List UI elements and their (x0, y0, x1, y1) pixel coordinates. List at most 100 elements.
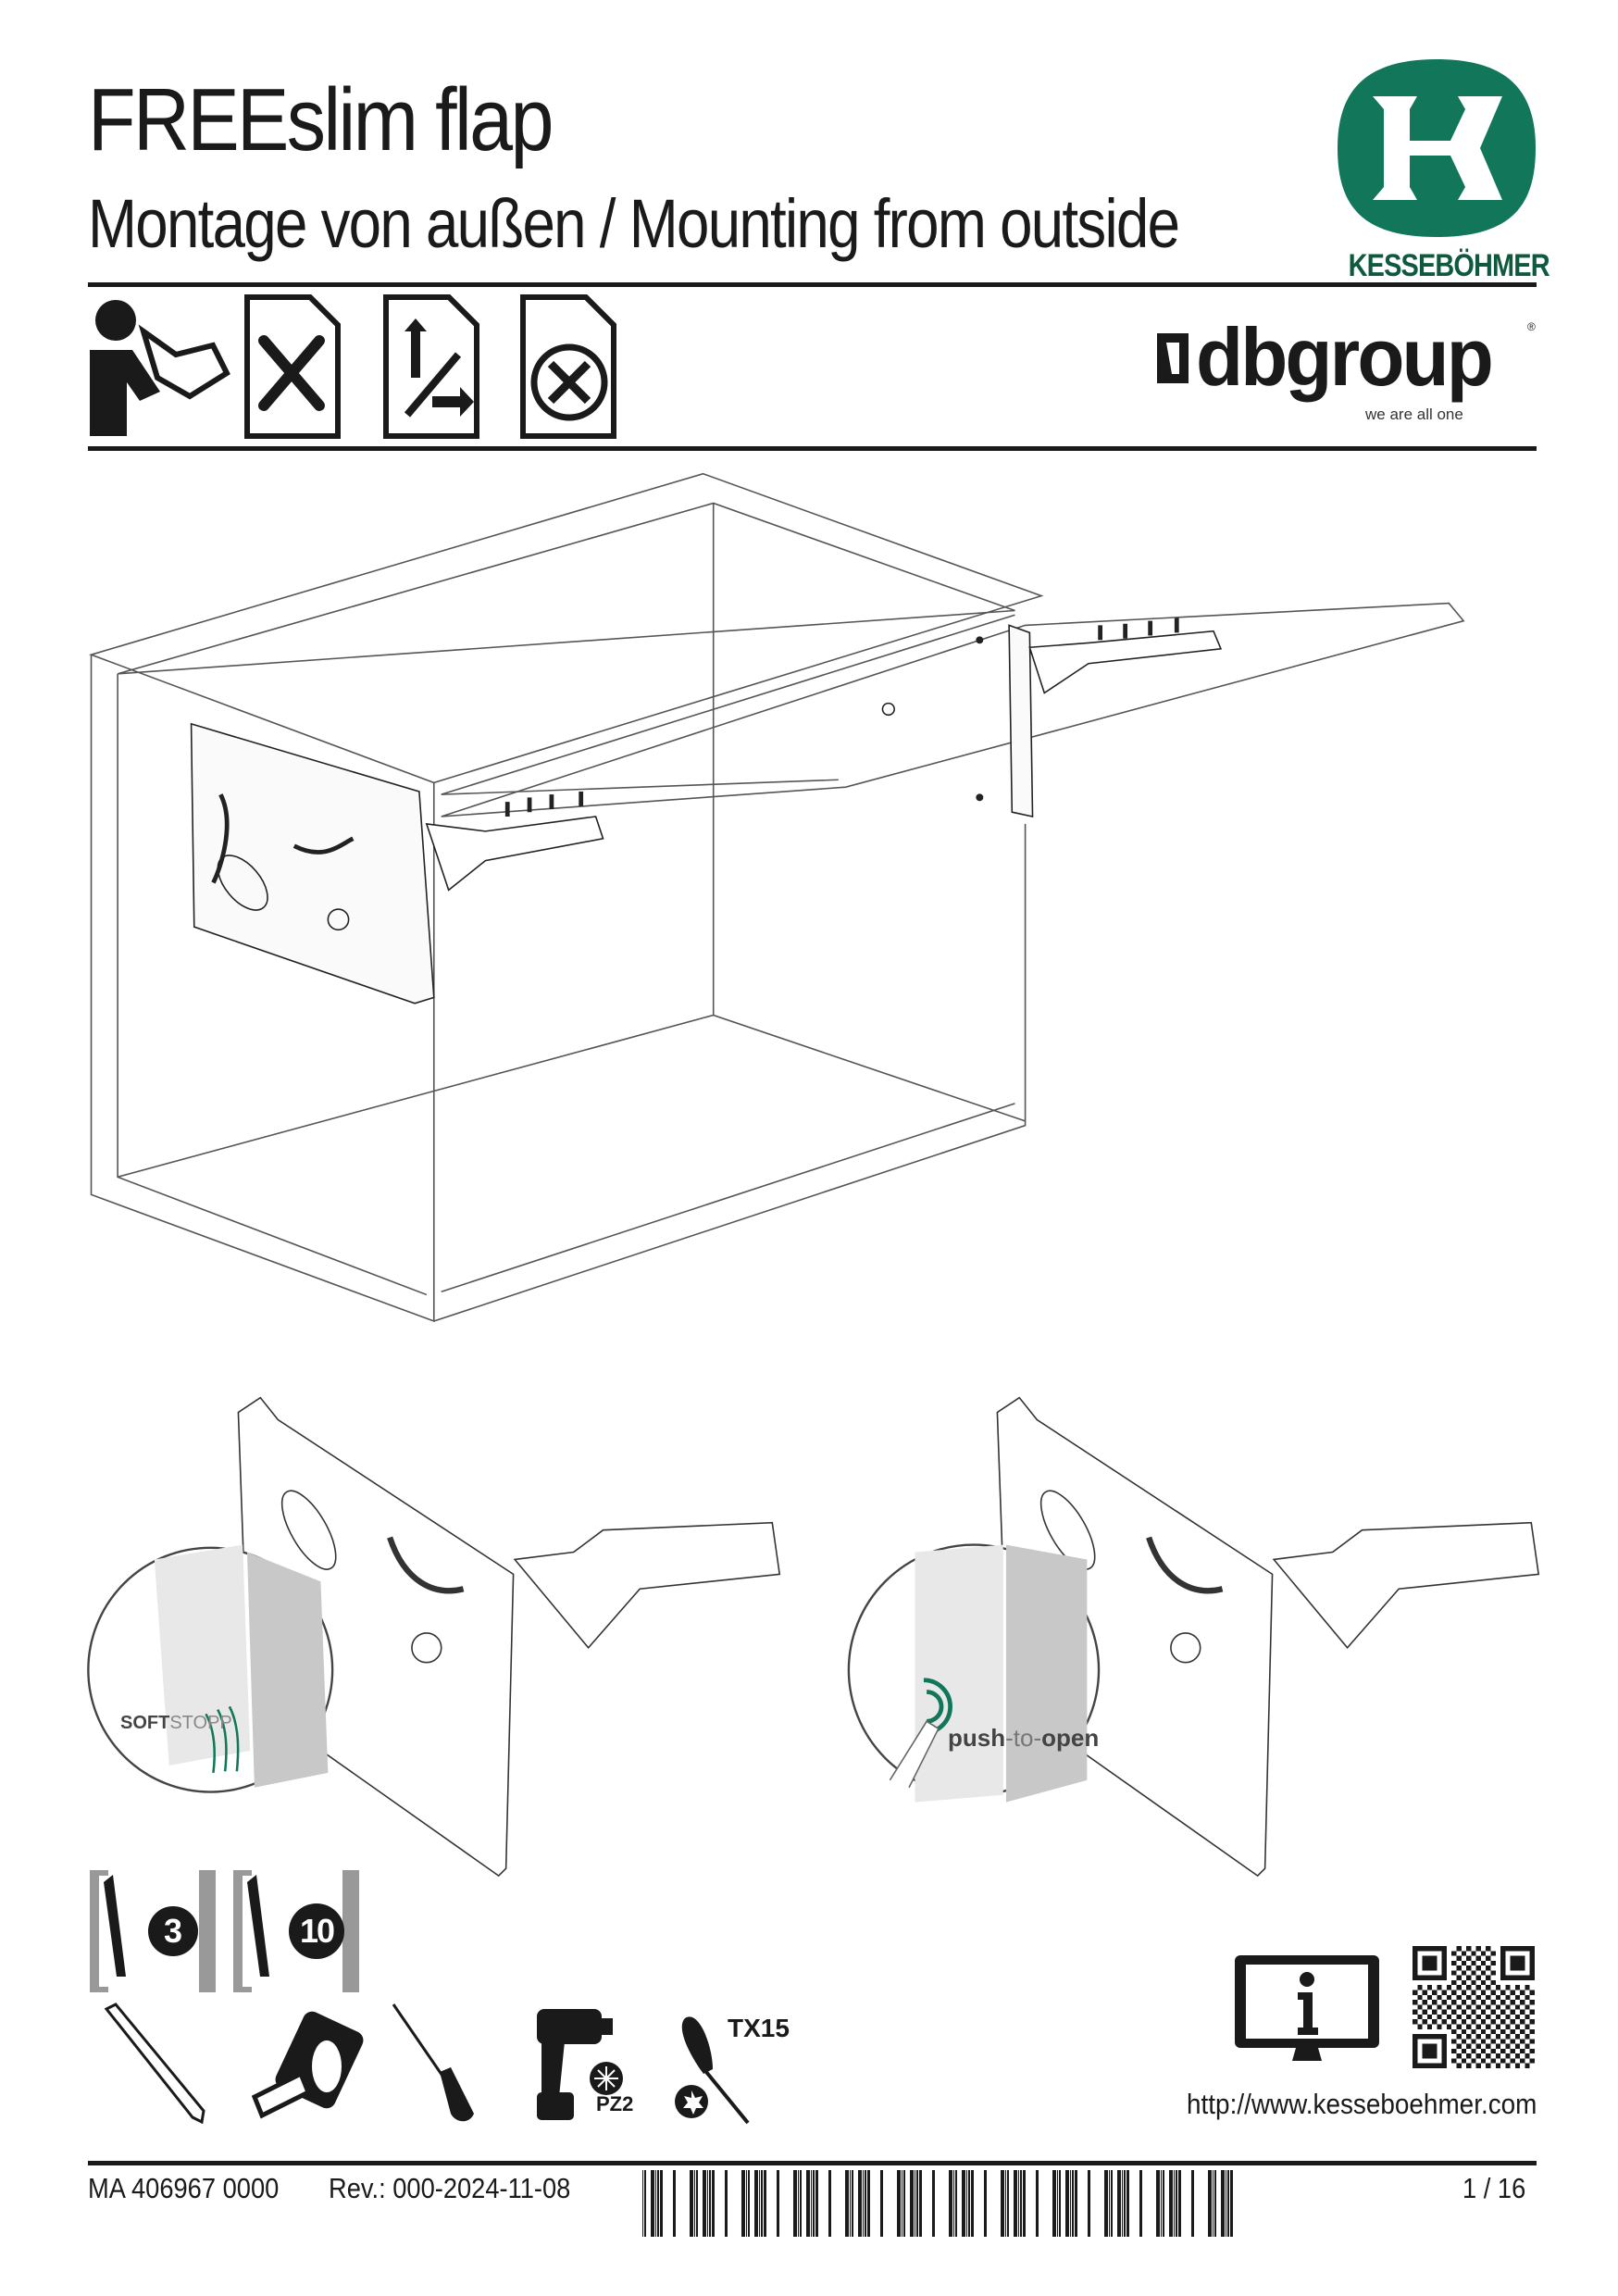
qr-module (1480, 1951, 1487, 1956)
qr-finder (1422, 1955, 1438, 1971)
qr-module (1451, 1960, 1457, 1966)
qr-module (1520, 2019, 1525, 2025)
barcode-bar (845, 2170, 849, 2237)
qr-module (1510, 2019, 1515, 2025)
qr-module (1417, 2024, 1423, 2029)
qr-module (1486, 1965, 1491, 1971)
qr-module (1500, 2000, 1506, 2005)
push-to-open-label: push-to-open (948, 1724, 1099, 1753)
qr-module (1525, 2043, 1530, 2049)
qr-module (1426, 2004, 1433, 2010)
barcode-bar (1176, 2170, 1177, 2237)
qr-module (1525, 2053, 1530, 2059)
qr-module (1432, 2009, 1438, 2015)
barcode-bar (813, 2170, 815, 2237)
barcode-bar (712, 2170, 715, 2237)
qr-module (1422, 2000, 1427, 2005)
barcode-bar (962, 2170, 965, 2237)
barcode-bar (741, 2170, 745, 2237)
qr-module (1500, 1990, 1506, 1995)
qr-module (1490, 1970, 1496, 1976)
qr-module (1486, 2034, 1491, 2040)
qr-module (1475, 2053, 1481, 2059)
qr-module (1514, 2024, 1521, 2029)
barcode-bar (1036, 2170, 1039, 2237)
qr-module (1471, 1979, 1476, 1986)
qr-module (1471, 2048, 1476, 2054)
barcode-bar (761, 2170, 763, 2237)
qr-module (1486, 2004, 1491, 2010)
partner-tagline: we are all one (1365, 406, 1463, 423)
barcode-bar (642, 2170, 643, 2237)
qr-module (1417, 2014, 1423, 2020)
qr-module (1456, 2063, 1462, 2068)
barcode-bar (1208, 2170, 1212, 2237)
qr-module (1500, 2048, 1506, 2054)
barcode-bar (971, 2170, 974, 2237)
qr-module (1495, 2053, 1501, 2059)
qr-module (1451, 2000, 1457, 2005)
barcode-bar (811, 2170, 812, 2237)
qr-module (1514, 2053, 1521, 2059)
barcode-bar (1191, 2170, 1194, 2237)
qr-module (1520, 2000, 1525, 2005)
barcode-bar (1169, 2170, 1173, 2237)
qr-module (1471, 2019, 1476, 2025)
barcode-bar (746, 2170, 747, 2237)
barcode-bar (953, 2170, 954, 2237)
qr-module (1446, 1994, 1452, 2001)
qr-module (1490, 1979, 1496, 1986)
cabinet-body (89, 472, 1044, 1323)
qr-module (1456, 1994, 1462, 2001)
qr-module (1514, 2034, 1521, 2040)
qr-module (1456, 2053, 1462, 2059)
qr-module (1486, 1994, 1491, 2001)
qr-module (1514, 2043, 1521, 2049)
barcode-bar (1163, 2170, 1164, 2237)
barcode-bar (655, 2170, 656, 2237)
qr-module (1510, 2009, 1515, 2015)
lift-mechanism-left (190, 722, 604, 1004)
qr-module (1510, 2000, 1515, 2005)
cordless-drill-icon (537, 2009, 623, 2120)
qr-module (1413, 1990, 1418, 1995)
qr-module (1461, 1979, 1467, 1986)
qr-module (1525, 2014, 1530, 2020)
drill-bit-size: 10 (299, 1912, 335, 1950)
qr-module (1461, 1951, 1467, 1956)
qr-module (1490, 2058, 1496, 2064)
qr-module (1475, 1994, 1481, 2001)
qr-module (1480, 1970, 1487, 1976)
barcode-bar (725, 2170, 728, 2237)
barcode-bar (897, 2170, 901, 2237)
qr-module (1461, 2058, 1467, 2064)
partner-brand: dbgroup (1196, 311, 1494, 403)
website-link[interactable]: http://www.kesseboehmer.com (1186, 2088, 1537, 2120)
info-monitor-icon (1235, 1955, 1379, 2061)
qr-module (1480, 1960, 1487, 1966)
barcode-bar (850, 2170, 851, 2237)
qr-module (1471, 2028, 1476, 2035)
qr-module (1437, 2004, 1442, 2010)
qr-module (1514, 1994, 1521, 2001)
qr-module (1480, 2028, 1487, 2035)
barcode-bar (777, 2170, 779, 2237)
qr-module (1514, 2063, 1521, 2068)
qr-module (1471, 2000, 1476, 2005)
qr-module (1490, 2028, 1496, 2035)
drill-bit-3: 3 (88, 1868, 218, 1994)
revision: Rev.: 000-2024-11-08 (329, 2172, 571, 2204)
instruction-icons (90, 294, 616, 439)
barcode-bar (1020, 2170, 1022, 2237)
barcode-bar (910, 2170, 914, 2237)
barcode-bar (1075, 2170, 1077, 2237)
qr-module (1437, 1985, 1442, 1990)
barcode-bar (919, 2170, 922, 2237)
qr-code[interactable] (1412, 1946, 1536, 2068)
qr-module (1514, 2014, 1521, 2020)
barcode-bar (1124, 2170, 1126, 2237)
header-bottom-divider (88, 446, 1537, 451)
qr-module (1451, 1979, 1457, 1986)
qr-module (1490, 2019, 1496, 2025)
